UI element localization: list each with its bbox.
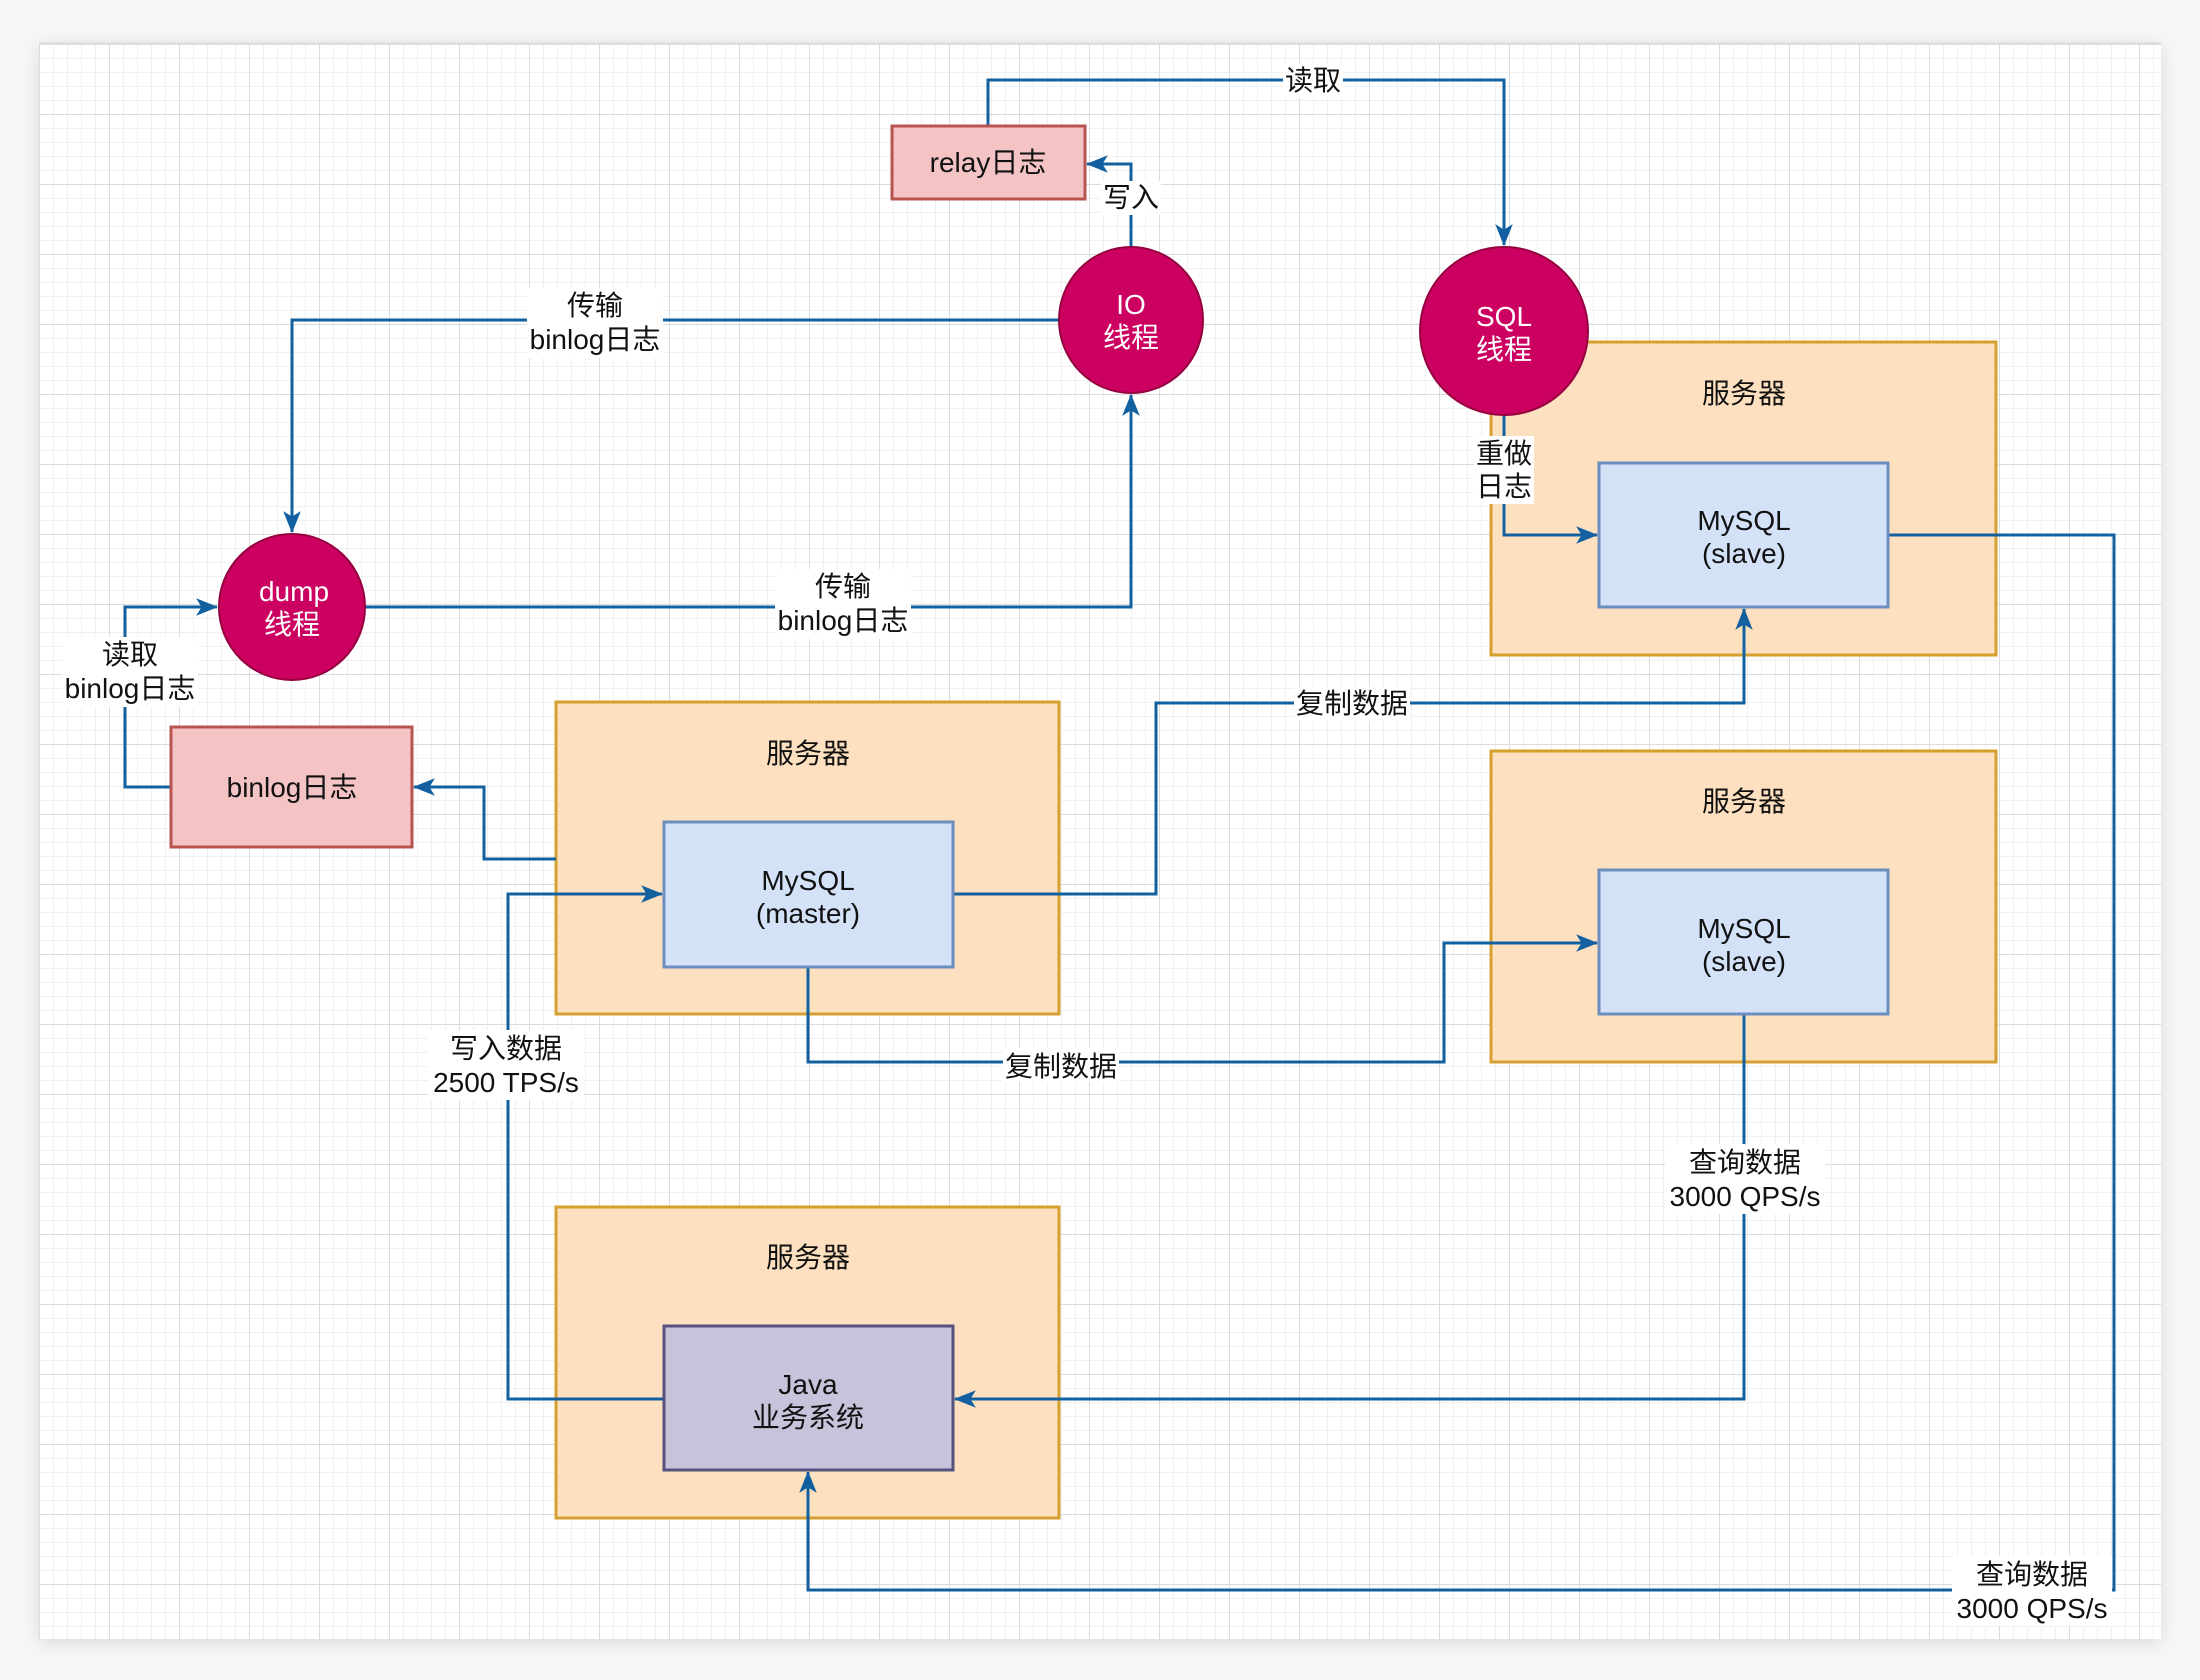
mysql-slave1-role: (slave) [1702, 538, 1786, 569]
edge-slave2-to-java[interactable] [953, 1014, 1746, 1408]
label-slave2-to-java-line2: 3000 QPS/s [1670, 1181, 1821, 1212]
label-slave1-to-java-line2: 3000 QPS/s [1957, 1593, 2108, 1624]
label-io-to-dump-line1: 传输 [567, 290, 623, 321]
io-thread-name: IO [1116, 289, 1146, 320]
label-binlog-to-dump-line2: binlog日志 [65, 673, 196, 704]
binlog-label: binlog日志 [227, 772, 358, 803]
java-server-title: 服务器 [766, 1242, 850, 1273]
label-relay-to-sql: 读取 [1285, 65, 1341, 96]
mysql-slave2-role: (slave) [1702, 946, 1786, 977]
edge-java-to-master[interactable] [506, 885, 664, 1401]
java-app-node[interactable] [662, 1324, 955, 1472]
label-master-to-slave2: 复制数据 [1005, 1051, 1117, 1082]
label-io-to-relay: 写入 [1103, 182, 1159, 213]
edge-master-to-slave2[interactable] [806, 934, 1599, 1064]
edge-slave1-to-java[interactable] [799, 533, 2116, 1592]
io-thread[interactable] [1058, 246, 1204, 394]
mysql-slave1-name: MySQL [1697, 505, 1790, 536]
dump-thread-name: dump [259, 576, 329, 607]
dump-thread-suffix: 线程 [264, 609, 320, 640]
slave2-server-title: 服务器 [1702, 786, 1786, 817]
label-binlog-to-dump-line1: 读取 [102, 639, 158, 670]
mysql-master-name: MySQL [761, 865, 854, 896]
sql-thread-name: SQL [1476, 301, 1532, 332]
java-app-name: Java [778, 1369, 838, 1400]
java-app-desc: 业务系统 [752, 1402, 864, 1433]
mysql-slave2-node[interactable] [1597, 868, 1890, 1016]
edge-io-to-relay[interactable] [1085, 155, 1133, 247]
io-thread-suffix: 线程 [1103, 322, 1159, 353]
edge-dump-to-io[interactable] [365, 393, 1140, 609]
label-java-to-master-line2: 2500 TPS/s [433, 1067, 579, 1098]
master-server-title: 服务器 [766, 738, 850, 769]
label-master-to-slave1: 复制数据 [1296, 688, 1408, 719]
label-dump-to-io-line1: 传输 [815, 571, 871, 602]
relay-log-box[interactable] [890, 124, 1087, 201]
sql-thread-suffix: 线程 [1476, 334, 1532, 365]
label-slave2-to-java-line1: 查询数据 [1689, 1147, 1801, 1178]
sql-thread[interactable] [1419, 246, 1589, 416]
edge-relay-to-sql[interactable] [986, 78, 1513, 247]
label-java-to-master-line1: 写入数据 [450, 1033, 562, 1064]
mysql-slave1-node[interactable] [1597, 461, 1890, 609]
label-slave1-to-java-line1: 查询数据 [1976, 1559, 2088, 1590]
relay-log-label: relay日志 [930, 147, 1047, 178]
label-io-to-dump-line2: binlog日志 [530, 324, 661, 355]
mysql-slave2-name: MySQL [1697, 913, 1790, 944]
edge-master-to-binlog[interactable] [412, 778, 556, 861]
edge-master-to-slave1[interactable] [953, 607, 1753, 896]
label-sql-to-slave-line2: 日志 [1476, 471, 1532, 502]
mysql-master-node[interactable] [662, 820, 955, 969]
binlog-box[interactable] [169, 725, 414, 849]
label-dump-to-io-line2: binlog日志 [778, 605, 909, 636]
mysql-master-role: (master) [756, 898, 860, 929]
slave1-server-title: 服务器 [1702, 378, 1786, 409]
dump-thread[interactable] [218, 533, 366, 681]
label-sql-to-slave-line1: 重做 [1476, 438, 1532, 469]
edges [123, 78, 2116, 1592]
edge-io-to-dump[interactable] [283, 318, 1058, 534]
